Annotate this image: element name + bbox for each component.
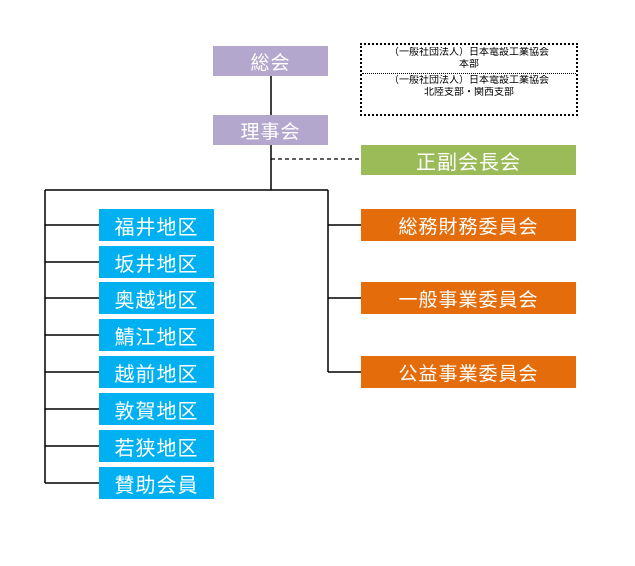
district-label: 奥越地区	[114, 287, 199, 312]
committee-box: 一般事業委員会	[361, 282, 576, 314]
general-meeting-box: 総会	[213, 46, 328, 76]
district-box: 坂井地区	[99, 246, 214, 278]
committee-label: 一般事業委員会	[398, 288, 539, 311]
supporting-members-box: 賛助会員	[99, 467, 214, 499]
district-label: 福井地区	[114, 214, 199, 239]
district-label: 越前地区	[114, 361, 199, 386]
committee-label: 総務財務委員会	[398, 215, 539, 238]
district-label: 坂井地区	[114, 251, 199, 276]
district-label: 敦賀地区	[114, 398, 199, 423]
note-line-1: （一般社団法人）日本電設工業協会	[389, 47, 549, 58]
district-box: 奥越地区	[99, 282, 214, 314]
board-label: 理事会	[240, 120, 301, 143]
committee-label: 公益事業委員会	[398, 362, 539, 385]
district-box: 鯖江地区	[99, 319, 214, 351]
supporting-members-label: 賛助会員	[114, 472, 199, 497]
district-box: 越前地区	[99, 356, 214, 388]
note-divider	[362, 73, 576, 74]
board-box: 理事会	[213, 115, 328, 145]
district-box: 福井地区	[99, 209, 214, 241]
general-meeting-label: 総会	[250, 51, 291, 74]
association-note: （一般社団法人）日本電設工業協会 本部 （一般社団法人）日本電設工業協会 北陸支…	[360, 43, 578, 116]
district-box: 敦賀地区	[99, 393, 214, 425]
vice-presidents-meeting-box: 正副会長会	[361, 145, 576, 175]
district-label: 鯖江地区	[114, 324, 199, 349]
note-line-4: 北陸支部・関西支部	[424, 87, 514, 98]
district-label: 若狭地区	[114, 435, 199, 460]
committee-box: 総務財務委員会	[361, 209, 576, 241]
note-line-3: （一般社団法人）日本電設工業協会	[389, 75, 549, 86]
committee-box: 公益事業委員会	[361, 356, 576, 388]
vice-presidents-meeting-label: 正副会長会	[416, 149, 521, 174]
district-box: 若狭地区	[99, 430, 214, 462]
note-line-2: 本部	[459, 59, 479, 70]
